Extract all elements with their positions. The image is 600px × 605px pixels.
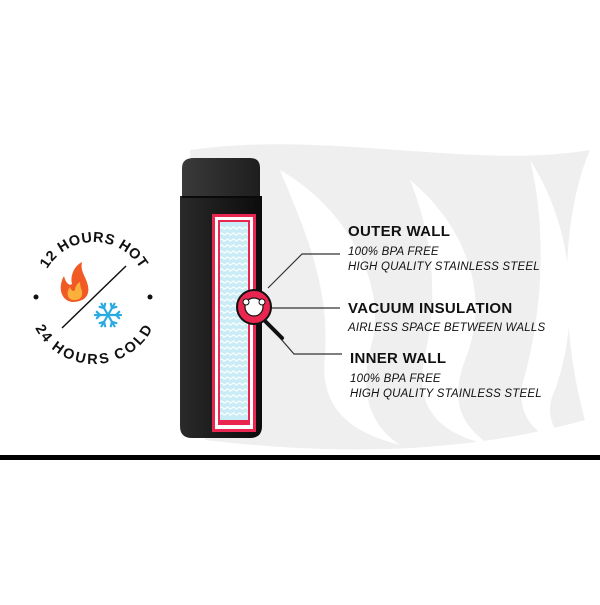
wave-line xyxy=(220,406,248,410)
wave-line xyxy=(220,238,248,242)
wave-line xyxy=(220,382,248,386)
badge-dot-right xyxy=(147,294,153,300)
wave-line xyxy=(220,358,248,362)
outer-wall-title: OUTER WALL xyxy=(348,223,451,240)
wave-line xyxy=(220,250,248,254)
duration-badge: 12 HOURS HOT 24 HOURS COLD xyxy=(32,230,156,368)
cold-text: 24 HOURS COLD xyxy=(32,322,156,368)
wave-line xyxy=(220,394,248,398)
wave-line xyxy=(220,274,248,278)
magnifier-icon xyxy=(236,289,284,340)
wave-line xyxy=(220,364,248,368)
flame-icon xyxy=(60,262,89,302)
wave-line xyxy=(220,244,248,248)
wave-line xyxy=(220,352,248,356)
inner-wall-line1: 100% BPA FREE xyxy=(350,373,441,385)
outer-wall-line1: 100% BPA FREE xyxy=(348,246,439,258)
badge-divider xyxy=(61,265,127,329)
cap-seam xyxy=(182,196,260,198)
liquid-waves xyxy=(220,226,248,416)
background-swoosh xyxy=(190,144,590,450)
wave-line xyxy=(220,262,248,266)
inner-wall-callout: INNER WALL 100% BPA FREE HIGH QUALITY ST… xyxy=(350,350,542,402)
hot-text: 12 HOURS HOT xyxy=(37,230,151,272)
wave-line xyxy=(220,226,248,230)
inner-wall-title: INNER WALL xyxy=(350,350,447,367)
wave-line xyxy=(220,232,248,236)
vacuum-callout: VACUUM INSULATION AIRLESS SPACE BETWEEN … xyxy=(348,300,545,336)
wave-line xyxy=(220,346,248,350)
wave-line xyxy=(220,280,248,284)
wave-line xyxy=(220,334,248,338)
bottle-cap xyxy=(182,158,260,198)
vacuum-title: VACUUM INSULATION xyxy=(348,300,513,317)
wave-line xyxy=(220,412,248,416)
snowflake-icon xyxy=(93,302,123,328)
wave-line xyxy=(220,286,248,290)
outer-wall-callout: OUTER WALL 100% BPA FREE HIGH QUALITY ST… xyxy=(348,223,540,275)
wave-line xyxy=(220,340,248,344)
outer-wall-line2: HIGH QUALITY STAINLESS STEEL xyxy=(348,261,540,273)
inner-wall-line2: HIGH QUALITY STAINLESS STEEL xyxy=(350,388,542,400)
floor-line xyxy=(0,455,600,460)
wave-line xyxy=(220,328,248,332)
wave-line xyxy=(220,256,248,260)
badge-dot-left xyxy=(33,294,39,300)
vacuum-line1: AIRLESS SPACE BETWEEN WALLS xyxy=(348,322,546,334)
outer-wall-line xyxy=(267,253,340,289)
wave-line xyxy=(220,322,248,326)
wave-line xyxy=(220,400,248,404)
wave-line xyxy=(220,388,248,392)
wave-line xyxy=(220,370,248,374)
wave-line xyxy=(220,268,248,272)
wave-line xyxy=(220,376,248,380)
